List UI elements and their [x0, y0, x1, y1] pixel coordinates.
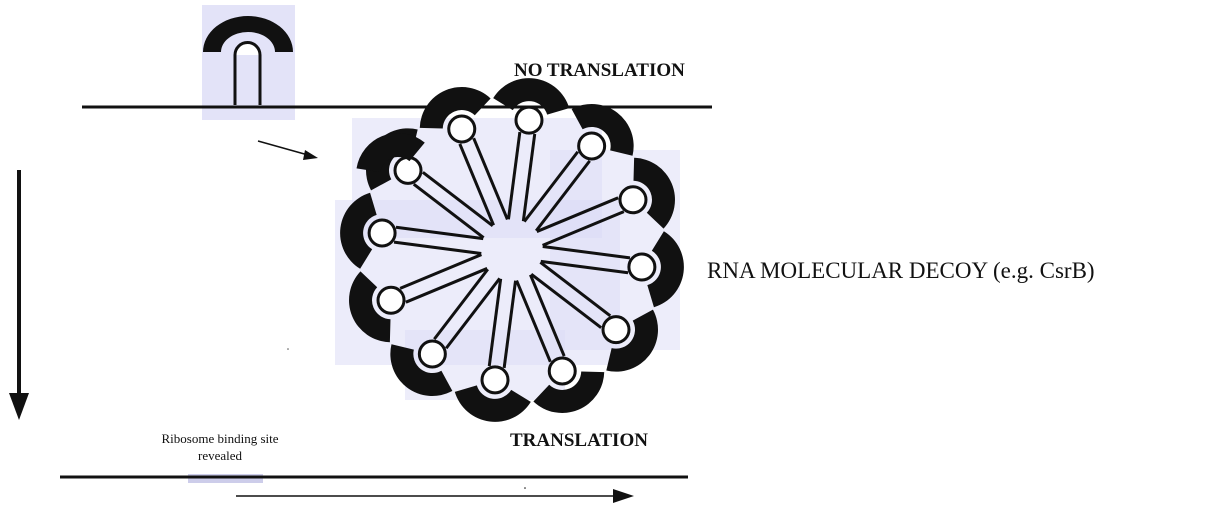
translation-label: TRANSLATION	[510, 430, 648, 452]
decoy-loop	[419, 341, 445, 367]
decoy-loop	[369, 220, 395, 246]
speck-1	[524, 487, 526, 489]
decoy-loop	[549, 358, 575, 384]
top-hairpin-loop	[235, 43, 260, 56]
process-arrow	[9, 170, 29, 420]
decoy-arrow	[258, 141, 318, 160]
decoy-loop	[516, 107, 542, 133]
decoy-loop	[449, 116, 475, 142]
rbs-label: Ribosome binding site revealed	[150, 430, 290, 464]
no-translation-label: NO TRANSLATION	[514, 60, 685, 82]
decoy-label: RNA MOLECULAR DECOY (e.g. CsrB)	[707, 258, 1095, 284]
decoy-loop	[378, 287, 404, 313]
speck-2	[287, 348, 289, 350]
bottom-mrna	[60, 348, 688, 503]
translation-arrow-head	[613, 489, 634, 503]
decoy-loop	[579, 133, 605, 159]
decoy-loop	[620, 187, 646, 213]
decoy-loop	[603, 317, 629, 343]
decoy-loop	[482, 367, 508, 393]
decoy-loop	[629, 254, 655, 280]
decoy-loop	[395, 157, 421, 183]
